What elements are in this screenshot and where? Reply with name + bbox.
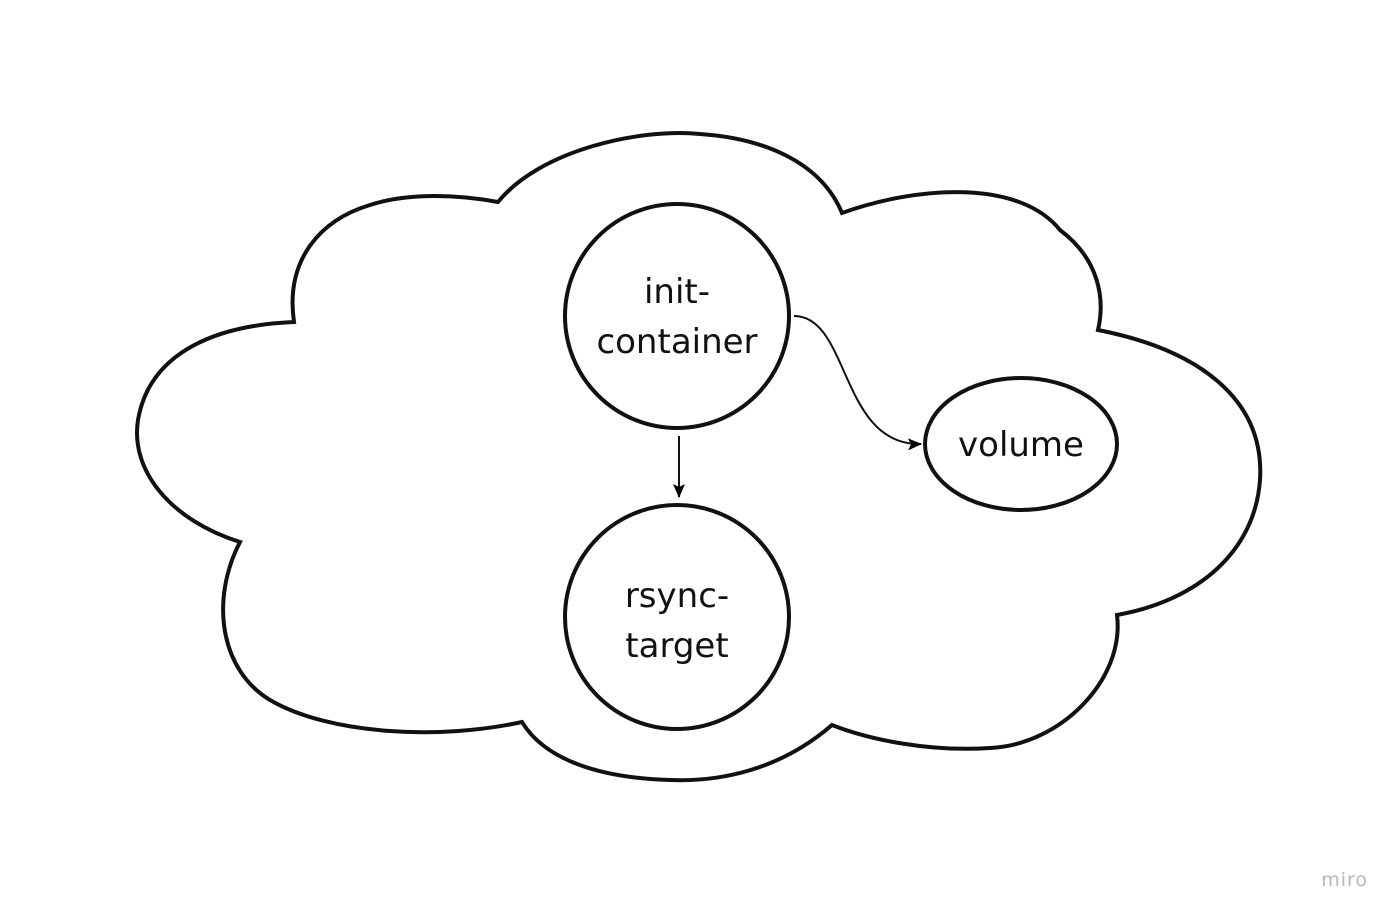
miro-watermark: miro xyxy=(1321,869,1368,891)
rsync-target-label-line1: rsync- xyxy=(625,576,729,616)
rsync-target-label-line2: target xyxy=(625,626,728,666)
rsync-target-node[interactable] xyxy=(563,503,791,731)
edge-init-container-to-volume xyxy=(793,315,922,451)
init-container-node[interactable] xyxy=(563,202,791,430)
init-container-label-line1: init- xyxy=(644,272,710,312)
cloud-shape xyxy=(135,131,1263,783)
volume-node[interactable] xyxy=(923,376,1119,512)
volume-label: volume xyxy=(958,425,1084,465)
init-container-label-line2: container xyxy=(596,322,757,362)
